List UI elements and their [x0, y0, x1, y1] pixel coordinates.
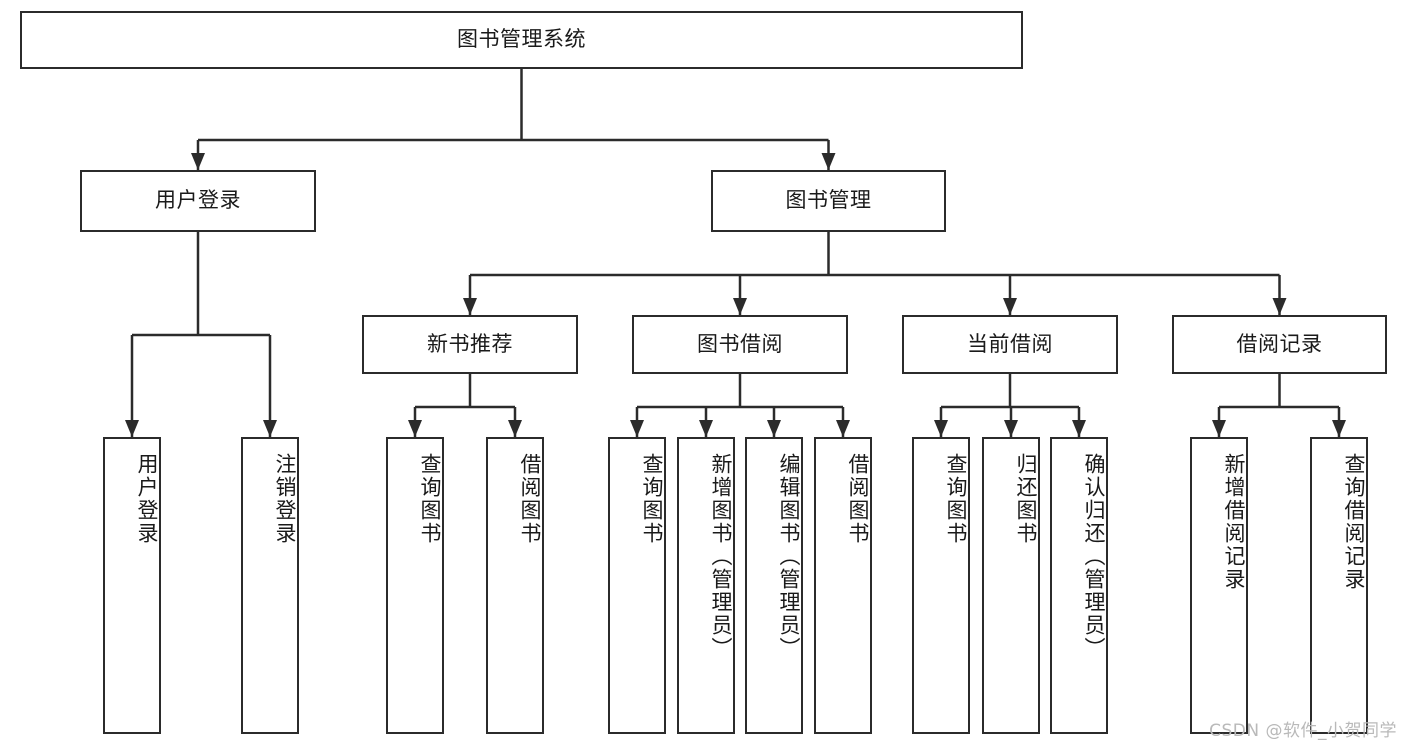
node-records[interactable]: 借阅记录	[1172, 315, 1387, 374]
node-label: 借阅图书	[846, 453, 870, 545]
node-l3[interactable]: 查询图书	[386, 437, 444, 734]
node-l12[interactable]: 新增借阅记录	[1190, 437, 1248, 734]
node-label: 查询借阅记录	[1342, 453, 1366, 591]
arrowhead-l3	[408, 420, 422, 437]
node-label: 图书管理	[785, 188, 872, 213]
arrowhead-l5	[630, 420, 644, 437]
node-label: 确认归还（管理员）	[1082, 453, 1106, 660]
arrowhead-login	[191, 153, 205, 170]
arrowhead-l1	[125, 420, 139, 437]
node-label: 借阅图书	[518, 453, 542, 545]
node-label: 图书管理系统	[457, 27, 586, 52]
arrowhead-l4	[508, 420, 522, 437]
arrowhead-l7	[767, 420, 781, 437]
node-label: 新增图书（管理员）	[709, 453, 733, 660]
arrowhead-bookmgmt	[821, 153, 836, 170]
arrowhead-l6	[699, 420, 713, 437]
node-l1[interactable]: 用户登录	[103, 437, 161, 734]
node-label: 用户登录	[155, 188, 241, 213]
node-label: 图书借阅	[697, 331, 783, 356]
node-label: 用户登录	[135, 453, 159, 545]
node-l4[interactable]: 借阅图书	[486, 437, 544, 734]
node-l13[interactable]: 查询借阅记录	[1310, 437, 1368, 734]
node-label: 归还图书	[1014, 453, 1038, 545]
node-label: 查询图书	[640, 453, 664, 545]
node-l10[interactable]: 归还图书	[982, 437, 1040, 734]
node-login[interactable]: 用户登录	[80, 170, 316, 232]
node-label: 查询图书	[944, 453, 968, 545]
node-l5[interactable]: 查询图书	[608, 437, 666, 734]
node-l11[interactable]: 确认归还（管理员）	[1050, 437, 1108, 734]
watermark: CSDN @软件_小贺同学	[1209, 721, 1397, 741]
arrowhead-records	[1272, 298, 1287, 315]
arrowhead-l12	[1212, 420, 1226, 437]
node-l9[interactable]: 查询图书	[912, 437, 970, 734]
node-l8[interactable]: 借阅图书	[814, 437, 872, 734]
arrowhead-l11	[1072, 420, 1086, 437]
node-label: 新书推荐	[427, 331, 513, 356]
arrowhead-borrow	[733, 298, 747, 315]
node-label: 注销登录	[273, 453, 297, 545]
node-l6[interactable]: 新增图书（管理员）	[677, 437, 735, 734]
arrowhead-l13	[1332, 420, 1346, 437]
arrowhead-current	[1003, 298, 1017, 315]
node-label: 当前借阅	[967, 331, 1053, 356]
arrowhead-l10	[1004, 420, 1018, 437]
arrowhead-l8	[836, 420, 850, 437]
node-current[interactable]: 当前借阅	[902, 315, 1118, 374]
arrowhead-newbook	[463, 298, 477, 315]
node-l7[interactable]: 编辑图书（管理员）	[745, 437, 803, 734]
node-newbook[interactable]: 新书推荐	[362, 315, 578, 374]
arrowhead-l2	[263, 420, 277, 437]
node-label: 编辑图书（管理员）	[777, 453, 801, 660]
node-borrow[interactable]: 图书借阅	[632, 315, 848, 374]
node-label: 查询图书	[418, 453, 442, 545]
node-label: 借阅记录	[1236, 331, 1323, 356]
node-label: 新增借阅记录	[1222, 453, 1246, 591]
arrowhead-l9	[934, 420, 948, 437]
node-l2[interactable]: 注销登录	[241, 437, 299, 734]
node-bookmgmt[interactable]: 图书管理	[711, 170, 946, 232]
node-root[interactable]: 图书管理系统	[20, 11, 1023, 69]
